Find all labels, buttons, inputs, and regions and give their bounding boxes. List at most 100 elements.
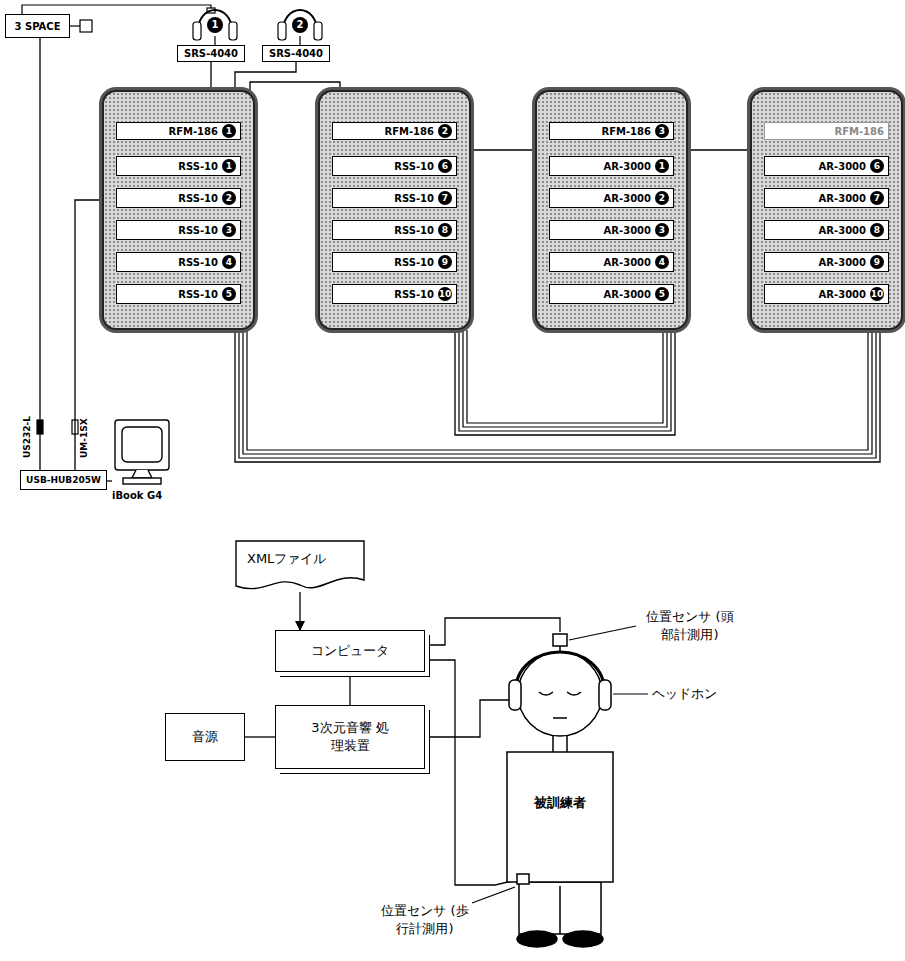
headphone-cup (278, 22, 286, 40)
device-name: AR-3000 (604, 193, 651, 204)
computer-monitor: iBook G4 (112, 418, 172, 510)
sensor-unit (80, 20, 92, 32)
unit-number: 3 (222, 223, 236, 237)
device-name: RSS-10 (394, 289, 434, 300)
device-name: iBook G4 (112, 490, 162, 501)
unit-number: 1 (222, 159, 236, 173)
device-box: 音源 (165, 713, 245, 761)
unit-number: 9 (870, 255, 884, 269)
connector (39, 38, 40, 470)
unit-number: 5 (222, 287, 236, 301)
unit-number: 9 (438, 255, 452, 269)
connector (235, 330, 880, 462)
unit-number: 4 (655, 255, 669, 269)
device-name: AR-3000 (819, 193, 866, 204)
box-label: 3 SPACE (15, 21, 61, 32)
device-name: RSS-10 (394, 257, 434, 268)
rack-header: RFM-186 2 (332, 122, 457, 140)
rack-unit: RSS-104 (116, 252, 241, 272)
box-label: SRS-4040 (184, 48, 238, 59)
leader-line (613, 693, 648, 694)
connector (210, 62, 211, 90)
connector (471, 149, 535, 150)
rack-unit: AR-3000 5 (549, 284, 674, 304)
connector (688, 149, 750, 150)
annotation: 位置センサ (歩行計測用) (375, 902, 475, 938)
rack-unit: RSS-103 (116, 220, 241, 240)
unit-number: 8 (870, 223, 884, 237)
connector (425, 660, 495, 885)
trainee-figure (495, 632, 625, 952)
audio-bundle (243, 330, 872, 454)
audio-bundle (459, 330, 671, 431)
device-box: 3 SPACE (5, 14, 70, 38)
process-box: コンピュータ (275, 630, 425, 672)
connector (250, 82, 340, 90)
cable-name: US232-L (22, 416, 32, 458)
rack-unit: AR-3000 3 (549, 220, 674, 240)
monitor-icon (112, 418, 172, 488)
unit-number: 10 (870, 287, 884, 301)
rack-unit: AR-3000 4 (549, 252, 674, 272)
audio-bundle (239, 330, 876, 458)
rack-unit: AR-3000 2 (549, 188, 674, 208)
process-box: 3次元音響 処理装置 (275, 705, 425, 769)
rack-unit: RSS-10 7 (332, 188, 457, 208)
unit-number: 10 (438, 287, 452, 301)
device-name: RSS-10 (178, 193, 218, 204)
unit-number: 6 (438, 159, 452, 173)
rack-unit: RSS-10 8 (332, 220, 457, 240)
file-name: XMLファイル (247, 550, 326, 568)
rack-unit: RSS-10 2 (116, 188, 241, 208)
box-label: コンピュータ (311, 642, 389, 660)
unit-number: 2 (222, 191, 236, 205)
connector (75, 200, 102, 470)
sound-rack: RFM-1862RSS-106RSS-107RSS-108RSS-109RSS-… (318, 90, 471, 330)
unit-number: 7 (438, 191, 452, 205)
headphone-cup (229, 22, 237, 40)
rack-unit: AR-30009 (764, 252, 889, 272)
box-label: 3次元音響 処理装置 (311, 719, 389, 755)
rack-unit: AR-3000 7 (764, 188, 889, 208)
device-name: RSS-10 (394, 193, 434, 204)
box-label: USB-HUB205W (26, 475, 101, 485)
rack-unit: AR-300010 (764, 284, 889, 304)
unit-number: 6 (870, 159, 884, 173)
annotation: 位置センサ (頭部計測用) (640, 608, 740, 644)
unit-number: 2 (655, 191, 669, 205)
connector (425, 700, 495, 737)
box-label: 音源 (192, 728, 218, 746)
audio-bundle (467, 330, 663, 423)
device-name: RSS-10 (394, 225, 434, 236)
device-name: AR-3000 (819, 225, 866, 236)
unit-number: 3 (655, 223, 669, 237)
audio-bundle (247, 330, 868, 450)
device-name: RFM-186 (601, 126, 651, 137)
rack-header: RFM-186 3 (549, 122, 674, 140)
connector (299, 592, 300, 630)
headphone-wire (299, 36, 300, 45)
unit-number: 8 (438, 223, 452, 237)
device-name: AR-3000 (604, 257, 651, 268)
sound-rack: RFM-1861RSS-101RSS-102RSS-103RSS-104RSS-… (102, 90, 255, 330)
unit-number: 3 (655, 124, 669, 138)
rack-unit: AR-3000 8 (764, 220, 889, 240)
trainee: 被訓練者 (495, 632, 625, 952)
device-name: AR-3000 (604, 289, 651, 300)
sensor-wire (70, 25, 80, 26)
connector (425, 618, 560, 645)
connector (235, 62, 296, 90)
unit-number: 7 (870, 191, 884, 205)
rack-unit: AR-30001 (549, 156, 674, 176)
rack-unit: RSS-106 (332, 156, 457, 176)
device-name: RFM-186 (384, 126, 434, 137)
device-name: AR-3000 (604, 225, 651, 236)
headphone-wire (214, 36, 215, 45)
callout-number: 2 (292, 17, 308, 33)
unit-number: 5 (655, 287, 669, 301)
rack-header: RFM-186 (764, 122, 889, 140)
unit-number: 2 (438, 124, 452, 138)
device-name: RFM-186 (834, 126, 884, 137)
sound-rack: RFM-1863AR-30001AR-30002AR-30003AR-30004… (535, 90, 688, 330)
xml-file: XMLファイル (235, 540, 365, 592)
